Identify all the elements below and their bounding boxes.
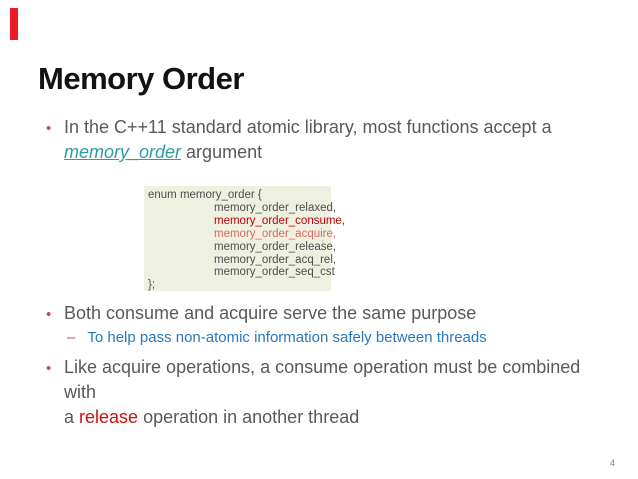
- sub-bullet-item: –To help pass non-atomic information saf…: [67, 328, 487, 348]
- code-line: memory_order_seq_cst: [214, 266, 335, 279]
- code-line: enum memory_order {: [148, 189, 262, 201]
- slide-title: Memory Order: [38, 60, 244, 96]
- bullet3-line2-post: operation in another thread: [138, 407, 360, 427]
- bullet-icon: •: [46, 306, 52, 323]
- release-emphasis: release: [79, 407, 139, 427]
- code-line: };: [148, 279, 156, 292]
- bullet2-text: Both consume and acquire serve the same …: [64, 303, 477, 323]
- bullet1-line2: memory_order argument: [64, 140, 598, 165]
- bullet-icon: •: [46, 120, 52, 137]
- code-line: memory_order_release,: [214, 240, 337, 253]
- code-line: memory_order_acq_rel,: [214, 253, 337, 266]
- bullet3-line1: Like acquire operations, a consume opera…: [64, 357, 581, 402]
- accent-bar: [10, 8, 18, 40]
- bullet1-line2-rest: argument: [181, 142, 263, 162]
- bullet-item-memory-order: • In the C++11 standard atomic library, …: [46, 115, 598, 165]
- code-line-consume: memory_order_consume,: [214, 214, 346, 227]
- code-line: memory_order_relaxed,: [214, 201, 337, 214]
- bullet-item-release: • Like acquire operations, a consume ope…: [46, 355, 598, 430]
- bullet3-line2-pre: a: [64, 407, 80, 427]
- memory-order-link[interactable]: memory_order: [64, 142, 182, 162]
- code-line-acquire: memory_order_acquire,: [214, 227, 337, 240]
- bullet-icon: •: [46, 360, 52, 377]
- dash-icon: –: [67, 329, 76, 346]
- enum-code-block: enum memory_order { memory_order_relaxed…: [144, 186, 346, 292]
- bullet1-line1: In the C++11 standard atomic library, mo…: [64, 117, 552, 137]
- sub-bullet-text: To help pass non-atomic information safe…: [87, 329, 487, 346]
- bullet-item-consume-acquire: • Both consume and acquire serve the sam…: [46, 301, 598, 326]
- page-number: 4: [609, 458, 615, 468]
- bullet3-line2: a release operation in another thread: [64, 405, 598, 430]
